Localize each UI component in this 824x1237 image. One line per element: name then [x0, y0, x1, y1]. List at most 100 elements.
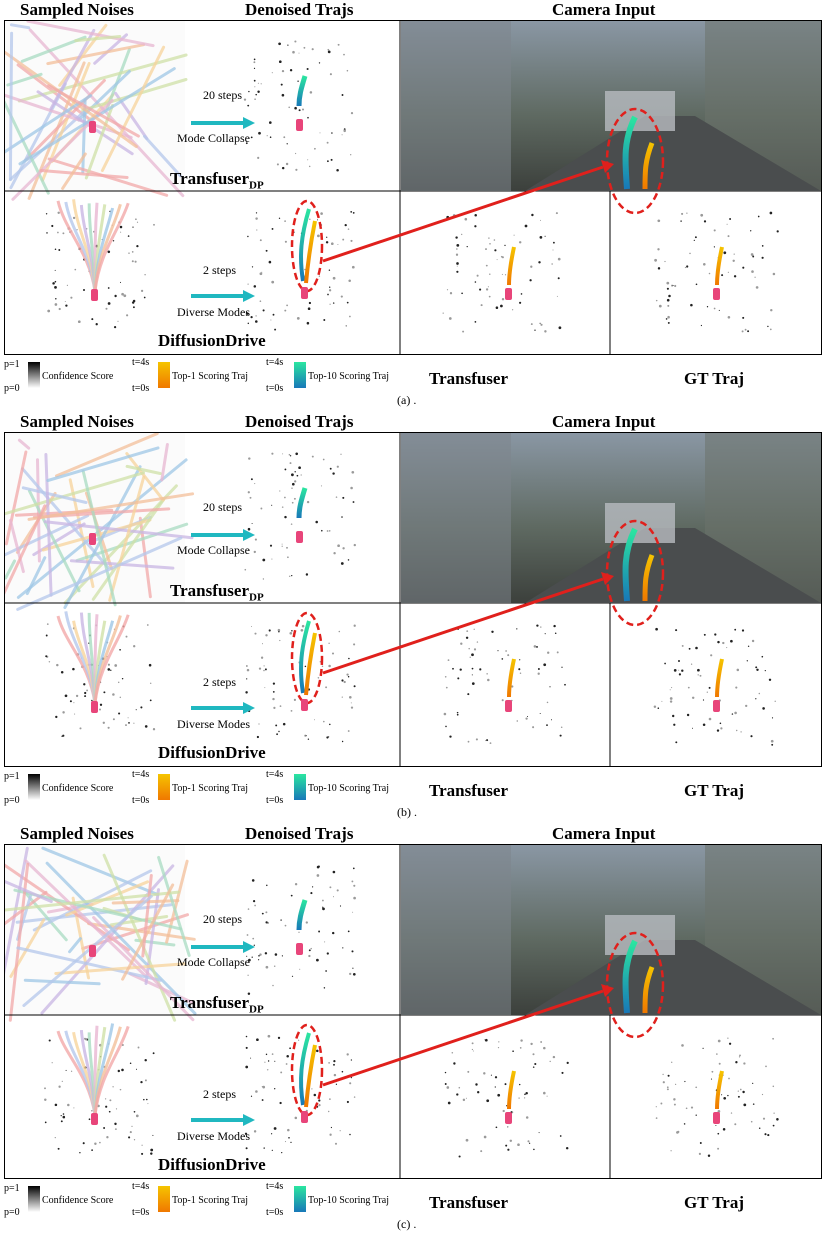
figure-grid: 20 steps Mode Collapse TransfuserDP 2 st… [4, 844, 822, 1179]
denoised-diverse-traj [290, 611, 324, 711]
lidar-points [45, 452, 776, 746]
ego-car-icon [505, 1112, 512, 1124]
transfuser-dp-label: TransfuserDP [170, 993, 264, 1016]
camera-highlight-ellipse [605, 107, 665, 215]
lidar-points [45, 40, 779, 333]
camera-trajectories [605, 519, 665, 627]
ego-car-icon [301, 1111, 308, 1123]
gt-traj [713, 1070, 724, 1124]
step-arrow-bottom [191, 290, 255, 302]
sampled-noise-lines [5, 21, 188, 201]
top1-colorbar [158, 1186, 170, 1212]
mode-collapse-label: Mode Collapse [177, 543, 250, 557]
figure-panel-c: Sampled Noises Denoised Trajs Camera Inp… [0, 824, 824, 1232]
diffusion-anchor-lines [56, 1023, 130, 1116]
mode-collapse-label: Mode Collapse [177, 131, 250, 145]
top1-colorbar [158, 362, 170, 388]
diffusiondrive-label: DiffusionDrive [158, 331, 266, 350]
gt-traj-title: GT Traj [684, 369, 744, 388]
mode-collapse-label: Mode Collapse [177, 955, 250, 969]
gt-traj [713, 658, 724, 712]
diffusiondrive-label: DiffusionDrive [158, 1155, 266, 1174]
gt-traj-title: GT Traj [684, 781, 744, 800]
camera-trajectories [605, 107, 665, 215]
step-arrow-top [191, 117, 255, 129]
top10-colorbar [294, 362, 306, 388]
ego-car-icon [301, 287, 308, 299]
confidence-colorbar [28, 774, 40, 800]
transfuser-traj [505, 658, 516, 712]
ego-car-icon [301, 699, 308, 711]
ego-car-icon [89, 945, 96, 957]
legend: p=1 p=0 Confidence Score t=4s t=0s Top-1… [4, 357, 744, 394]
figure-panel-a: Sampled Noises Denoised Trajs Camera Inp… [0, 0, 824, 408]
transfuser-title: Transfuser [429, 781, 509, 800]
header-denoised-trajs: Denoised Trajs [245, 824, 354, 843]
header-camera-input: Camera Input [552, 824, 656, 843]
steps-2-label: 2 steps [203, 263, 236, 277]
denoised-diverse-traj [290, 199, 324, 299]
header-sampled-noises: Sampled Noises [20, 824, 134, 843]
legend: p=1 p=0 Confidence Score t=4s t=0s Top-1… [4, 1181, 744, 1218]
step-arrow-top [191, 529, 255, 541]
confidence-colorbar [28, 1186, 40, 1212]
transfuser-traj [505, 1070, 516, 1124]
figure-grid: 20 steps Mode Collapse TransfuserDP 2 st… [4, 20, 822, 355]
diffusiondrive-label: DiffusionDrive [158, 743, 266, 762]
header-denoised-trajs: Denoised Trajs [245, 412, 354, 431]
ego-car-icon [713, 700, 720, 712]
transfuser-traj [505, 246, 516, 300]
transfuser-title: Transfuser [429, 1193, 509, 1212]
step-arrow-bottom [191, 702, 255, 714]
ego-car-icon [296, 531, 303, 543]
ego-car-icon [296, 119, 303, 131]
diffusion-anchor-lines [56, 611, 130, 704]
camera-trajectories [605, 931, 665, 1039]
step-arrow-top [191, 941, 255, 953]
ego-car-icon [89, 121, 96, 133]
sampled-noise-lines [5, 433, 195, 611]
confidence-colorbar [28, 362, 40, 388]
ego-car-icon [713, 1112, 720, 1124]
diverse-modes-label: Diverse Modes [177, 305, 250, 319]
denoised-diverse-traj [290, 1023, 324, 1123]
gt-traj-title: GT Traj [684, 1193, 744, 1212]
header-sampled-noises: Sampled Noises [20, 412, 134, 431]
legend: p=1 p=0 Confidence Score t=4s t=0s Top-1… [4, 769, 744, 806]
ego-car-icon [296, 943, 303, 955]
subfigure-caption: (b) . [397, 805, 417, 819]
ego-car-icon [505, 288, 512, 300]
steps-20-label: 20 steps [203, 88, 242, 102]
top10-colorbar [294, 1186, 306, 1212]
top1-colorbar [158, 774, 170, 800]
camera-highlight-ellipse [605, 931, 665, 1039]
ego-car-icon [505, 700, 512, 712]
gt-traj [713, 246, 724, 300]
diverse-modes-label: Diverse Modes [177, 717, 250, 731]
ego-car-icon [713, 288, 720, 300]
lidar-points [44, 865, 779, 1158]
link-arrow [322, 160, 614, 263]
camera-image [401, 433, 821, 603]
denoised-collapse-traj [296, 75, 308, 131]
subfigure-caption: (a) . [397, 393, 417, 407]
steps-20-label: 20 steps [203, 500, 242, 514]
header-sampled-noises: Sampled Noises [20, 0, 134, 19]
ego-car-icon [91, 289, 98, 301]
sampled-noise-lines [5, 845, 197, 1022]
transfuser-dp-label: TransfuserDP [170, 581, 264, 604]
diverse-modes-label: Diverse Modes [177, 1129, 250, 1143]
ego-car-icon [91, 1113, 98, 1125]
link-arrow [322, 984, 614, 1087]
header-camera-input: Camera Input [552, 412, 656, 431]
steps-2-label: 2 steps [203, 1087, 236, 1101]
diffusion-anchor-lines [56, 199, 130, 292]
ego-car-icon [89, 533, 96, 545]
header-camera-input: Camera Input [552, 0, 656, 19]
figure-grid: 20 steps Mode Collapse TransfuserDP 2 st… [4, 432, 822, 767]
camera-highlight-ellipse [605, 519, 665, 627]
camera-image [401, 21, 821, 191]
camera-image [401, 845, 821, 1015]
ego-car-icon [91, 701, 98, 713]
step-arrow-bottom [191, 1114, 255, 1126]
